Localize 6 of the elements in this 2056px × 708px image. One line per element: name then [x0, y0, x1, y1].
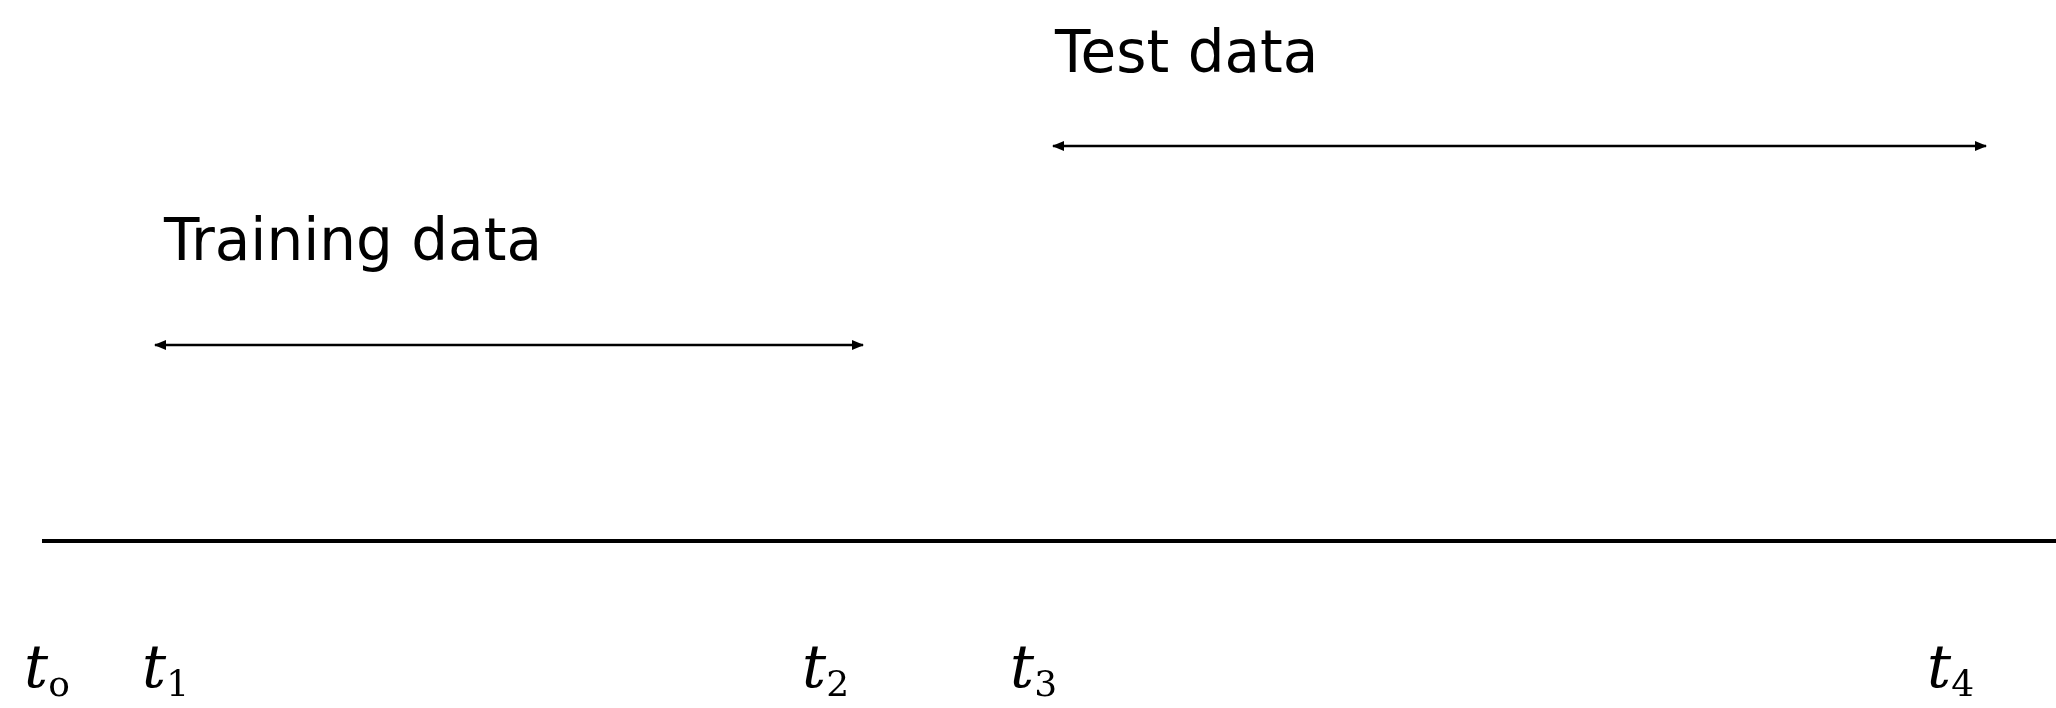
time-label: t$_{3}$ [1010, 636, 1058, 702]
time-label: t$_{1}$ [142, 636, 190, 702]
span-label: Test data [1055, 23, 1319, 81]
time-label: t$_{2}$ [802, 636, 850, 702]
time-label: t$_{4}$ [1927, 636, 1975, 702]
time-label: t$_{o}$ [24, 636, 70, 702]
